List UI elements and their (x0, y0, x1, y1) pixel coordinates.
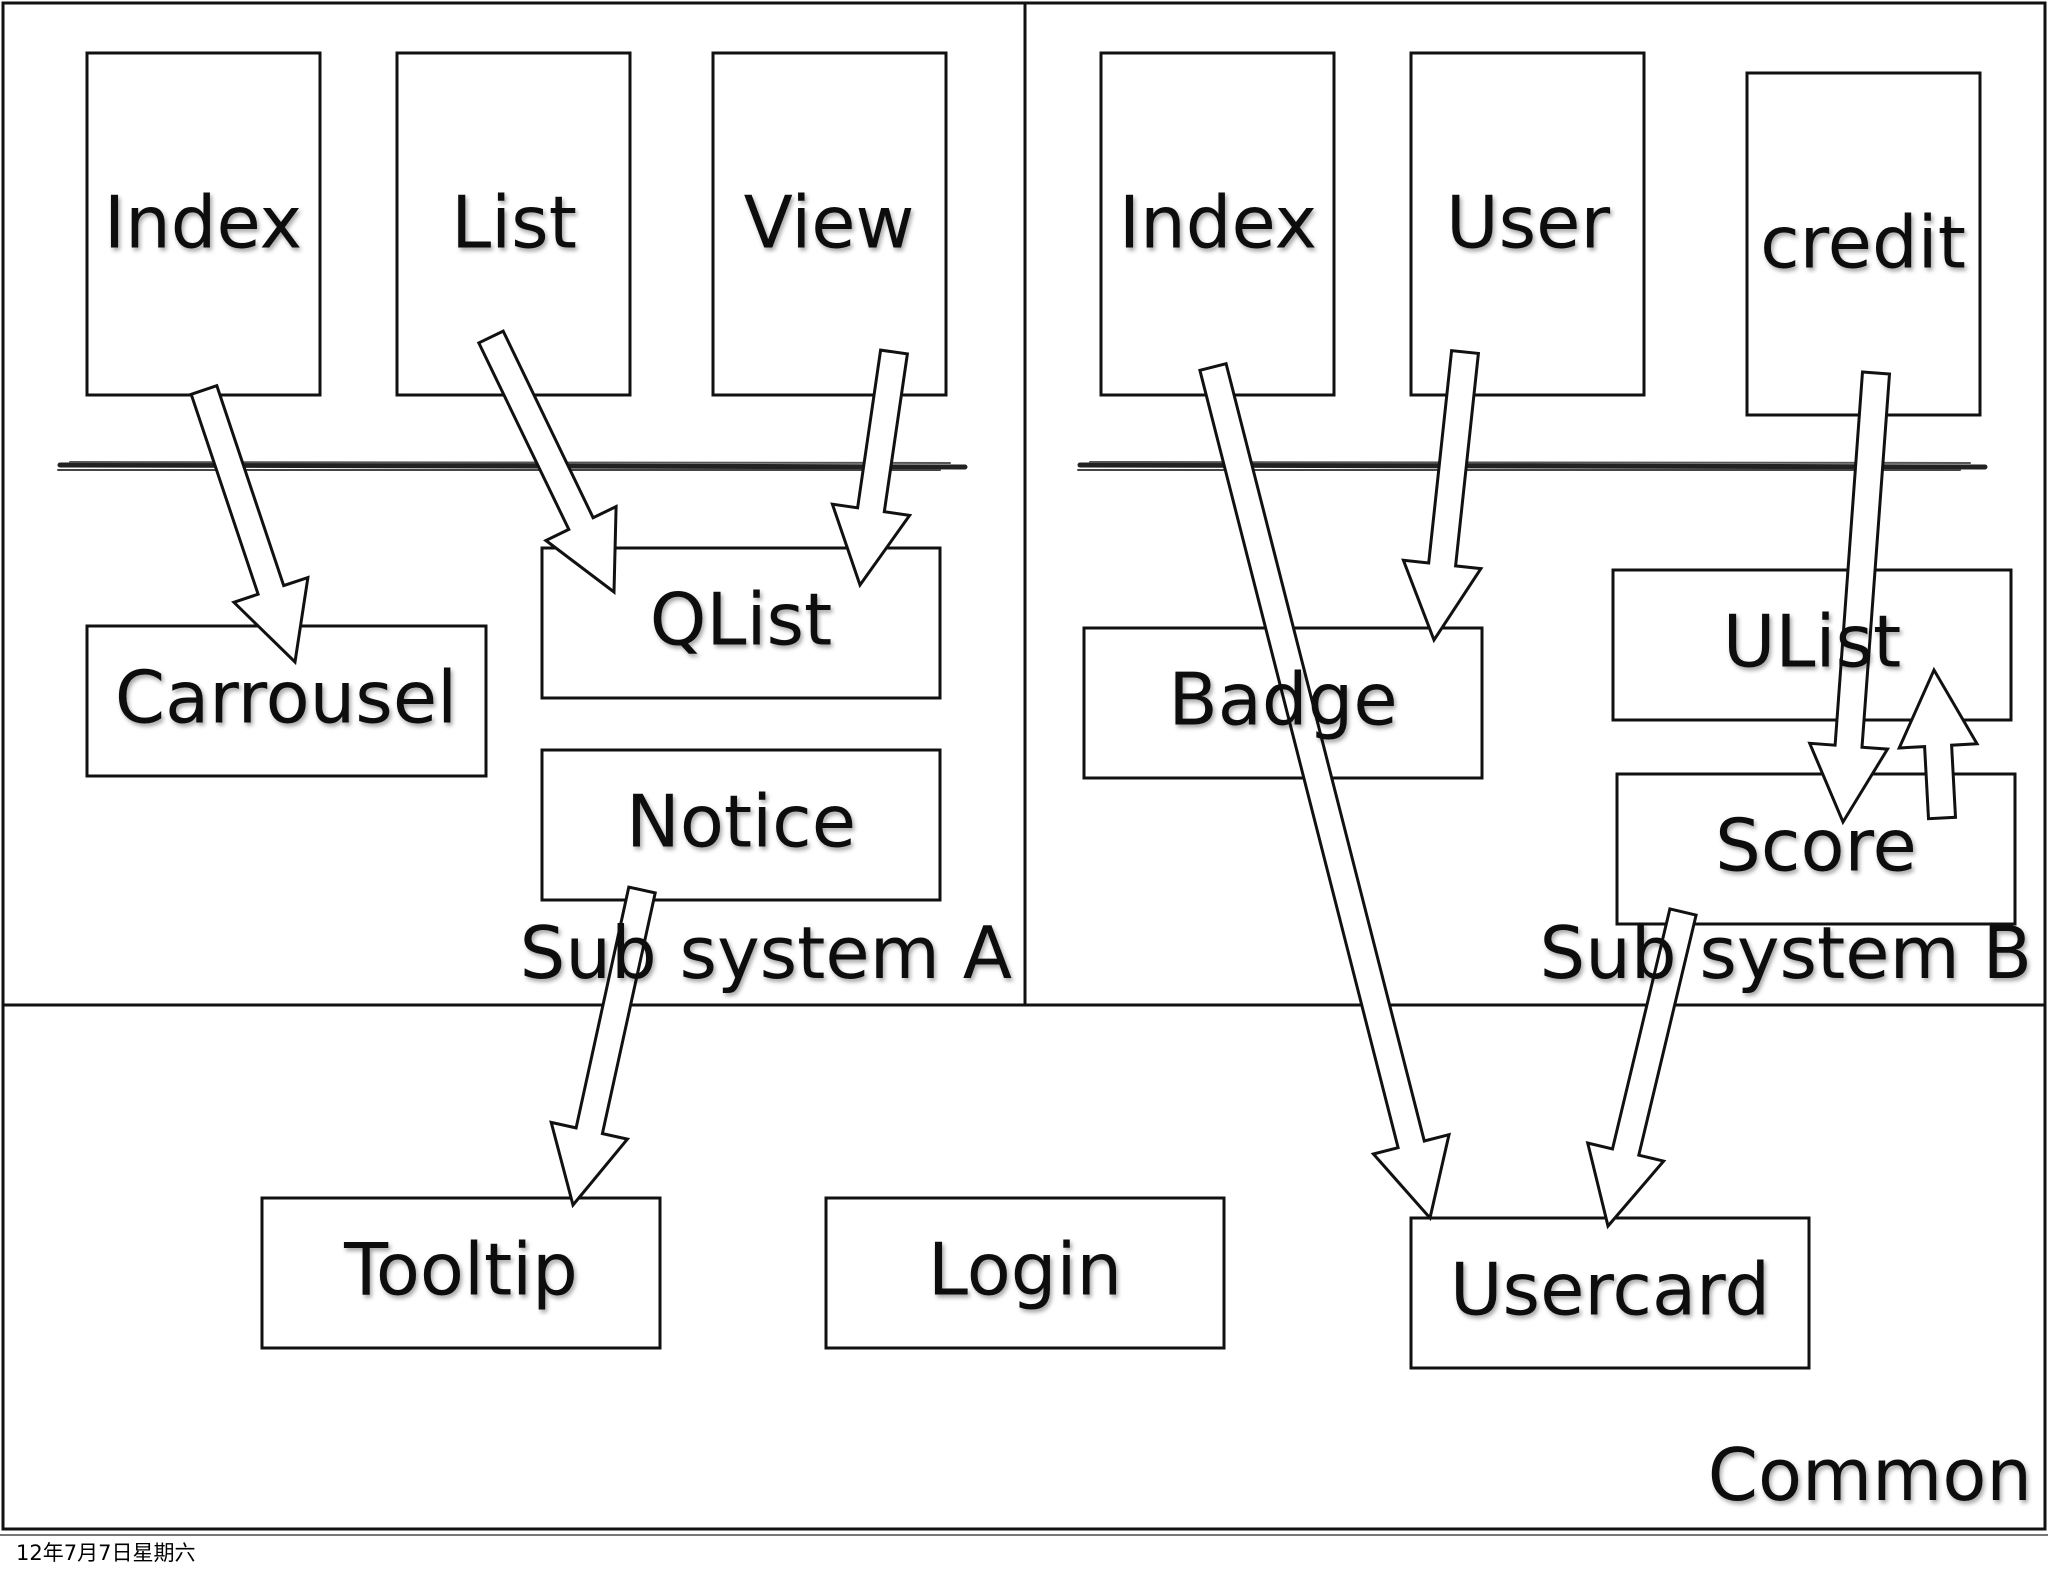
label-login: Login (928, 1228, 1122, 1312)
region-label-subsystem-b: Sub system B (1539, 911, 2032, 995)
region-label-subsystem-a: Sub system A (520, 911, 1012, 995)
label-score: Score (1715, 804, 1917, 888)
label-tooltip: Tooltip (343, 1228, 578, 1312)
box-usercard (1409, 1216, 1811, 1370)
label-badge: Badge (1168, 658, 1397, 742)
label-ulist: UList (1723, 600, 1902, 684)
arrow-score-to-ulist (1896, 666, 1980, 821)
box-view (711, 51, 948, 397)
label-index-b: Index (1119, 181, 1317, 265)
label-credit: credit (1760, 201, 1966, 285)
label-carrousel: Carrousel (115, 656, 457, 740)
label-notice: Notice (626, 780, 856, 864)
label-view: View (744, 181, 915, 265)
label-list: List (451, 181, 577, 265)
box-credit (1745, 71, 1982, 417)
box-ulist (1611, 568, 2013, 722)
box-tooltip (260, 1196, 662, 1350)
arrow-list-to-qlist (476, 329, 618, 595)
separator-lines (57, 461, 1988, 471)
separator-b (1077, 461, 1988, 471)
label-index-a: Index (104, 181, 302, 265)
labels: Index List View Carrousel QList Notice S… (104, 181, 2032, 1517)
region-label-common: Common (1708, 1433, 2032, 1517)
arrow-credit-to-score (1807, 370, 1892, 826)
box-user (1409, 51, 1646, 397)
box-login (824, 1196, 1226, 1350)
dependency-arrows (189, 329, 1980, 1230)
region-frames (1, 1, 2047, 1531)
arrow-view-to-qlist (830, 348, 913, 589)
arrow-notice-to-tooltip (549, 885, 657, 1209)
box-index-a (85, 51, 322, 397)
arrow-user-to-badge (1401, 348, 1484, 644)
arrow-index-b-to-usercard (1198, 361, 1452, 1222)
separator-a (57, 461, 968, 471)
box-index-b (1099, 51, 1336, 397)
label-qlist: QList (650, 578, 833, 662)
arrow-index-a-to-carrousel (189, 383, 310, 666)
box-notice (540, 748, 942, 902)
footer-date: 12年7月7日星期六 (16, 1541, 196, 1565)
arrow-score-to-usercard (1585, 907, 1698, 1230)
boxes (85, 51, 2017, 1370)
label-user: User (1446, 181, 1611, 265)
label-usercard: Usercard (1450, 1248, 1770, 1332)
